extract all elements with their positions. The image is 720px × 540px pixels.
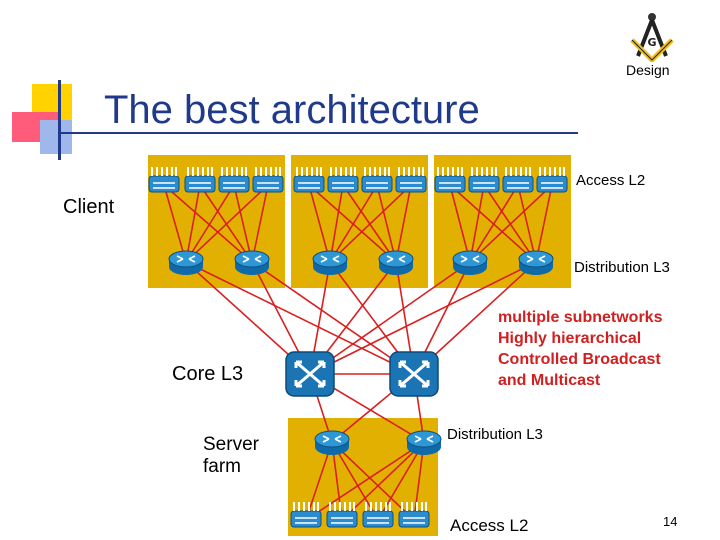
router-icon: [452, 250, 488, 276]
network-link: [251, 184, 269, 263]
network-link: [413, 441, 425, 521]
network-link: [163, 184, 253, 263]
network-link: [185, 184, 201, 263]
network-link: [185, 261, 415, 375]
feature-item: and Multicast: [498, 372, 601, 389]
server-farm-line-1: Server: [203, 434, 259, 455]
network-link: [233, 184, 253, 263]
network-link: [329, 184, 344, 263]
network-link: [251, 261, 415, 375]
network-link: [305, 441, 425, 521]
client-label: Client: [63, 196, 115, 218]
network-link: [163, 184, 187, 263]
network-link: [185, 184, 269, 263]
core-label: Core L3: [172, 363, 244, 385]
distribution-top-label: Distribution L3: [574, 259, 670, 276]
network-link: [308, 184, 397, 263]
page-number: 14: [663, 514, 678, 529]
distribution-bottom-label: Distribution L3: [447, 426, 543, 443]
network-link: [469, 184, 485, 263]
network-link: [329, 184, 412, 263]
router-icon: [234, 250, 270, 276]
network-link: [309, 261, 471, 375]
features-list: multiple subnetworks Highly hierarchical…: [498, 307, 662, 391]
network-link: [469, 184, 519, 263]
decor-horizontal-rule: [58, 132, 578, 134]
feature-item: Highly hierarchical: [498, 330, 642, 347]
decor-square-blue: [40, 120, 72, 154]
router-icon: [312, 250, 348, 276]
server-farm-line-2: farm: [203, 456, 241, 477]
network-link: [535, 184, 553, 263]
network-link: [395, 184, 412, 263]
server-farm-label: Server farm: [203, 434, 259, 478]
network-link: [449, 184, 537, 263]
network-link: [469, 184, 553, 263]
network-link: [449, 184, 471, 263]
router-icon: [314, 430, 350, 456]
router-icon: [378, 250, 414, 276]
layer3-switch-icon: [388, 350, 440, 398]
feature-item: multiple subnetworks: [498, 309, 663, 326]
design-label: Design: [626, 62, 670, 78]
page-title: The best architecture: [104, 88, 480, 132]
feature-item: Controlled Broadcast: [498, 351, 661, 368]
svg-text:G: G: [647, 36, 656, 49]
router-icon: [168, 250, 204, 276]
decor-vertical-rule: [58, 80, 61, 160]
network-link: [341, 441, 425, 521]
network-link: [331, 441, 415, 521]
compass-square-icon: G: [630, 13, 674, 62]
router-icon: [518, 250, 554, 276]
layer3-switch-icon: [284, 350, 336, 398]
router-icon: [406, 430, 442, 456]
network-link: [309, 261, 537, 375]
network-link: [517, 184, 537, 263]
access-bottom-label: Access L2: [450, 516, 529, 535]
network-link: [329, 184, 378, 263]
network-link: [376, 184, 397, 263]
access-top-label: Access L2: [576, 172, 646, 189]
network-link: [305, 441, 333, 521]
network-link: [185, 184, 235, 263]
network-link: [308, 184, 331, 263]
